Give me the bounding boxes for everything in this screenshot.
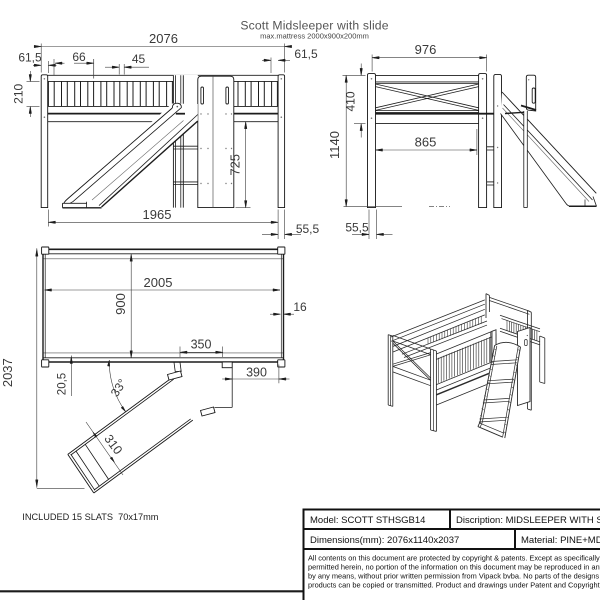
svg-text:max.mattress 2000x900x200mm: max.mattress 2000x900x200mm <box>260 32 369 41</box>
svg-text:410: 410 <box>344 91 358 111</box>
svg-text:20,5: 20,5 <box>57 373 69 395</box>
svg-text:Discription: MIDSLEEPER WITH S: Discription: MIDSLEEPER WITH SLIDE <box>456 515 600 526</box>
svg-text:45: 45 <box>132 52 146 66</box>
svg-text:permitted herein, no portion o: permitted herein, no portion of the info… <box>308 563 600 572</box>
svg-text:976: 976 <box>415 42 437 57</box>
svg-text:865: 865 <box>415 135 437 150</box>
svg-text:16: 16 <box>293 300 307 314</box>
svg-text:900: 900 <box>113 293 128 315</box>
svg-text:66: 66 <box>72 50 86 64</box>
svg-text:Model: SCOTT STHSGB14: Model: SCOTT STHSGB14 <box>310 515 425 526</box>
svg-text:725: 725 <box>228 154 243 176</box>
svg-text:210: 210 <box>12 83 26 103</box>
svg-text:products can be copied or tran: products can be copied or transmitted. P… <box>308 581 600 590</box>
svg-text:by any means, without prior wr: by any means, without prior written perm… <box>308 572 600 581</box>
svg-text:61,5: 61,5 <box>18 51 42 65</box>
svg-text:55,5: 55,5 <box>345 221 369 235</box>
svg-text:61,5: 61,5 <box>294 47 318 61</box>
svg-text:Material: PINE+MDF: Material: PINE+MDF <box>521 535 600 546</box>
svg-text:1965: 1965 <box>143 207 172 222</box>
svg-text:350: 350 <box>191 338 212 352</box>
svg-text:Scott Midsleeper with slide: Scott Midsleeper with slide <box>240 19 388 33</box>
svg-text:55,5: 55,5 <box>296 222 320 236</box>
svg-text:INCLUDED 15 SLATS 70x17mm: INCLUDED 15 SLATS 70x17mm <box>22 512 159 522</box>
svg-text:1140: 1140 <box>327 131 342 159</box>
svg-text:Dimensions(mm): 2076x1140x2037: Dimensions(mm): 2076x1140x2037 <box>310 535 459 546</box>
svg-text:All contents on this document: All contents on this document are protec… <box>308 554 600 563</box>
svg-text:2005: 2005 <box>144 275 173 290</box>
svg-text:390: 390 <box>246 366 267 380</box>
svg-text:2037: 2037 <box>0 358 15 387</box>
svg-text:2076: 2076 <box>149 31 178 46</box>
